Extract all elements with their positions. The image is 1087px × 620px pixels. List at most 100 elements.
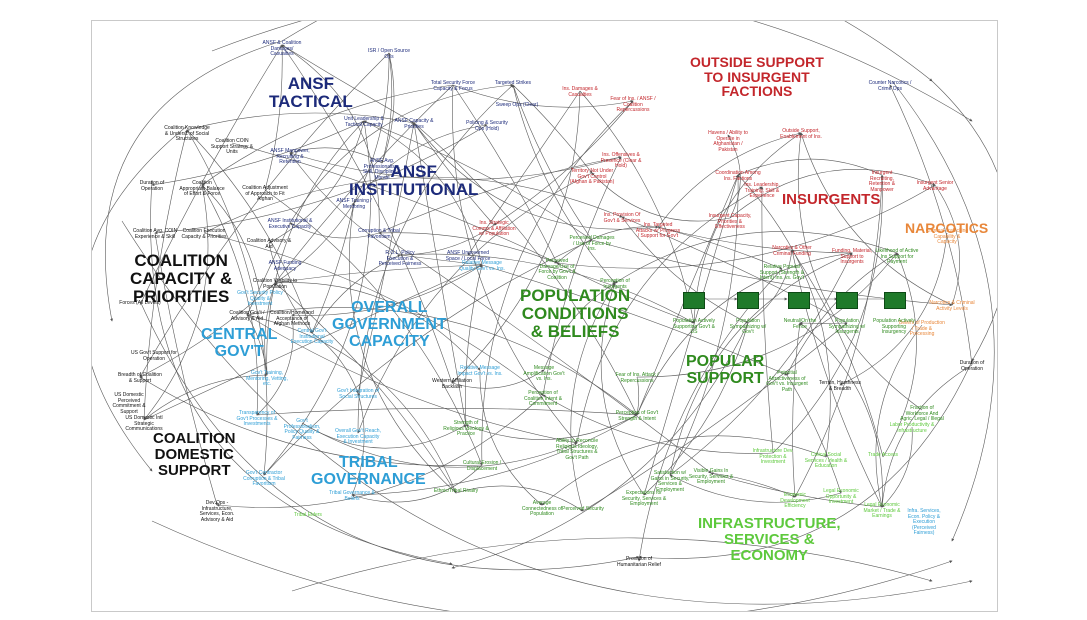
node-n8: Policing & Security Ops (Hold)	[466, 120, 508, 132]
connection-arrow-91	[543, 282, 616, 371]
connection-arrow-106	[451, 369, 545, 389]
node-n11: Coalition Knowledge & Underst. of Social…	[164, 125, 210, 143]
connection-arrow-145	[246, 222, 291, 316]
node-n51: Ethnic/Tribal Rivalry	[433, 488, 479, 494]
node-n37: Gov't Training, Mentoring, Vetting, etc.	[246, 370, 288, 388]
connection-arrow-77	[636, 252, 853, 416]
connection-arrow-42	[264, 44, 284, 191]
node-n83: Neutral/On the Fence	[783, 318, 817, 330]
connection-arrow-63	[311, 202, 355, 334]
node-n68: Outside Support, Enablement of Ins.	[780, 128, 822, 140]
node-n4: Targeted Strikes	[494, 80, 532, 86]
connection-arrow-160	[737, 174, 831, 458]
connection-arrow-131	[381, 52, 393, 164]
node-n40: Gov't Integration of Social Structures	[336, 388, 380, 400]
connection-arrow-71	[839, 232, 948, 386]
node-n52: Perceived Damage/Use of Force by Gov't &…	[538, 258, 576, 281]
connection-arrow-119	[281, 44, 380, 234]
node-n30: Forces (All Levels)	[119, 300, 161, 306]
node-n81: Population Actively Supporting Gov't & U…	[673, 318, 715, 336]
node-n79: Narcotics & Criminal Activity Levels	[929, 300, 975, 312]
connection-arrow-25	[274, 282, 481, 371]
connection-arrow-32	[143, 373, 268, 421]
connection-arrow-18	[881, 426, 913, 508]
node-n43: Tribal Governance & Beliefs	[329, 490, 375, 502]
node-n9: Unit Leadership & Tactical Capacity	[344, 116, 384, 128]
node-n89: Duration of Operation	[959, 360, 985, 372]
connection-arrow-148	[413, 122, 638, 416]
connection-arrow-159	[579, 90, 695, 324]
node-n64: Ins. Provision Of Gov't & Services	[603, 212, 641, 224]
connection-arrow-4	[638, 360, 973, 559]
connection-arrow-97	[614, 231, 898, 284]
connection-arrow-101	[289, 152, 401, 256]
node-n85: Population Actively Supporting Insurgenc…	[873, 318, 915, 336]
connection-arrow-28	[481, 264, 788, 376]
header-coalition-domestic: COALITION DOMESTIC SUPPORT	[153, 430, 236, 479]
connection-arrow-35	[643, 322, 749, 496]
connection-arrow-164	[203, 176, 623, 234]
connection-arrow-74	[710, 472, 796, 498]
node-n49: Strength of Religious Ideology & Practic…	[443, 420, 489, 438]
node-n50: Cultural Erosion / Displacement	[462, 460, 502, 472]
connection-arrow-135	[311, 332, 359, 394]
connection-arrow-27	[143, 264, 483, 421]
connection-arrow-33	[256, 407, 638, 417]
node-n94: Infrastructure Dev. Protection & Investm…	[752, 448, 794, 466]
connection-arrow-46	[256, 314, 294, 416]
header-ansf-institutional: ANSF INSTITUTIONAL	[349, 162, 479, 199]
node-n60: Fear of Ins. Attack / Repercussions	[615, 372, 659, 384]
connection-arrow-122	[381, 52, 395, 164]
node-n86: Relative Popular Support (Strength & Int…	[759, 264, 805, 282]
connection-arrow-126	[289, 152, 622, 180]
connection-arrow-102	[467, 90, 581, 256]
connection-arrow-115	[351, 392, 365, 496]
node-n74: Narcotics & Other Criminal Funding	[772, 245, 812, 257]
connection-arrow-20	[274, 264, 483, 285]
node-n31: US Gov't Support for Operation	[131, 350, 177, 362]
connection-arrow-30	[880, 364, 973, 508]
connection-arrow-84	[151, 120, 365, 187]
connection-arrow-26	[727, 134, 741, 219]
node-n35: Gov't Security Policy Quality & Investme…	[237, 290, 283, 308]
node-n45: Tribal Elders	[294, 512, 322, 518]
node-n22: Coalition Advisory & Aid	[246, 238, 292, 250]
node-n47: Relative Message Impact Gov't vs. Ins.	[457, 365, 503, 377]
connection-arrow-88	[621, 216, 848, 324]
connection-arrow-125	[274, 84, 454, 284]
node-n97: Labor Productivity & Infrastructure	[889, 422, 935, 434]
connection-arrow-82	[570, 282, 616, 512]
connection-arrow-93	[281, 44, 415, 124]
connection-arrow-113	[139, 282, 276, 378]
node-n91: Satisfaction w/ Gains in Security, Servi…	[650, 470, 690, 493]
connection-arrow-111	[934, 184, 960, 306]
header-population-conditions: POPULATION CONDITIONS & BELIEFS	[520, 286, 631, 341]
header-popular-support: POPULAR SUPPORT	[686, 353, 765, 387]
connection-arrow-141	[451, 322, 749, 569]
node-n38: Transparency of Gov't Processes & Invest…	[236, 410, 278, 428]
node-n70: Ins. Leadership, Training, Skill & Exper…	[744, 182, 780, 200]
node-n32: Breadth of Coalition & Support	[118, 372, 162, 384]
header-infrastructure: INFRASTRUCTURE, SERVICES & ECONOMY	[698, 515, 841, 564]
connection-arrow-64	[600, 282, 645, 496]
node-n41: Overall Gov't Reach, Execution Capacity …	[335, 428, 381, 446]
connection-arrow-80	[246, 307, 638, 416]
connection-arrow-105	[143, 129, 188, 421]
connection-arrow-38	[289, 83, 514, 224]
connection-arrow-48	[512, 84, 593, 174]
connection-arrow-133	[875, 324, 923, 508]
node-n27: ANSF Ungoverned Space / Local Force	[445, 250, 491, 262]
connection-arrow-130	[669, 174, 740, 476]
node-n59: Perception of Insurgents	[600, 278, 630, 290]
node-n67: Havens / Ability to Operate in Afghanist…	[708, 130, 748, 153]
connection-arrow-59	[301, 422, 467, 449]
node-n78: Likelihood of Active Ins Support for Pay…	[875, 248, 919, 266]
diagram-frame: ANSF TACTICAL ANSF INSTITUTIONAL OUTSIDE…	[91, 20, 998, 612]
node-n76: Criminal Trafficking Capability & Capaci…	[925, 228, 969, 246]
node-n12: Coalition COIN Support Strategy & Units	[210, 138, 254, 156]
connection-arrow-65	[264, 189, 483, 466]
node-n23: ANSF Funding Adequacy	[268, 260, 302, 272]
node-n46: Relative Message Quality Gov't vs. Ins.	[459, 260, 505, 272]
connection-arrow-142	[465, 264, 483, 426]
connection-arrow-134	[274, 202, 355, 284]
